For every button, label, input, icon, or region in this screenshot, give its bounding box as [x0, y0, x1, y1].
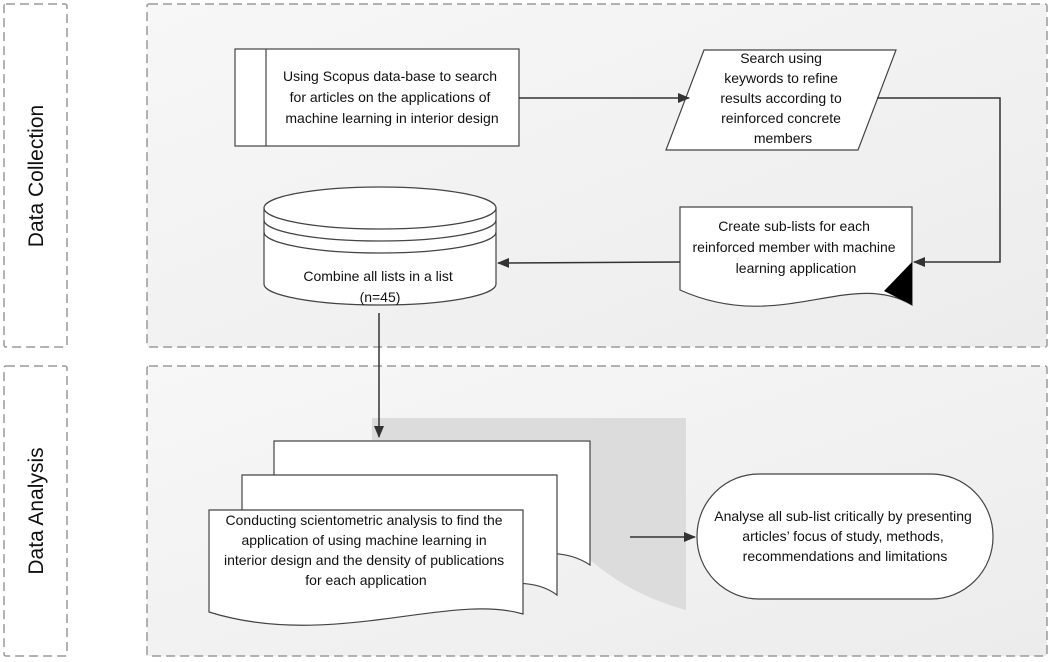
scientometric-node: Conducting scientometric analysis to fin… — [208, 418, 686, 626]
scientometric-line-1: Conducting scientometric analysis to fin… — [226, 512, 503, 528]
scientometric-line-2: application of using machine learning in — [241, 532, 486, 548]
scopus-search-line-2: for articles on the applications of — [290, 89, 491, 105]
analyse-line-1: Analyse all sub-list critically by prese… — [714, 508, 972, 524]
keyword-search-line-5: members — [754, 130, 812, 146]
svg-text:Using Scopus data-base to sear: Using Scopus data-base to search for art… — [283, 68, 501, 126]
analyse-line-2: articles’ focus of study, methods, — [742, 528, 944, 544]
scientometric-shadow — [372, 418, 686, 610]
sub-lists-node: Create sub-lists for each reinforced mem… — [679, 206, 913, 307]
arrow-keywords-to-sublists — [877, 97, 1001, 267]
scopus-search-line-1: Using Scopus data-base to search — [283, 68, 497, 84]
scopus-search-node: Using Scopus data-base to search for art… — [234, 48, 520, 147]
analyse-line-3: recommendations and limitations — [743, 548, 948, 564]
lane-collection-label-box — [3, 3, 68, 348]
sub-lists-corner-mark — [884, 262, 912, 305]
keyword-search-node: Search using keywords to refine results … — [665, 49, 897, 151]
svg-text:Combine all lists in a list: Combine all lists in a list (n=45) — [303, 268, 456, 305]
sub-lists-line-1: Create sub-lists for each — [718, 218, 870, 234]
lane-collection-label: Data Collection — [25, 105, 48, 247]
keyword-search-line-4: reinforced concrete — [721, 110, 841, 126]
lane-analysis-label-box — [3, 365, 68, 657]
keyword-search-line-2: keywords to refine — [724, 70, 838, 86]
scopus-search-line-3: machine learning in interior design — [285, 110, 498, 126]
scientometric-line-4: for each application — [305, 572, 426, 588]
keyword-search-line-1: Search using — [740, 50, 822, 66]
lane-analysis-label: Data Analysis — [25, 447, 48, 574]
svg-text:Conducting scientometric analy: Conducting scientometric analysis to fin… — [224, 512, 508, 588]
combine-lists-line-1: Combine all lists in a list — [303, 268, 452, 284]
keyword-search-line-3: results according to — [720, 90, 842, 106]
combine-lists-line-2: (n=45) — [360, 289, 401, 305]
analyse-node: Analyse all sub-list critically by prese… — [696, 473, 994, 600]
scientometric-line-3: interior design and the density of publi… — [224, 552, 504, 568]
svg-text:Analyse all sub-list criticall: Analyse all sub-list critically by prese… — [714, 508, 975, 564]
arrow-sublists-to-combine — [497, 257, 681, 268]
connectors — [374, 93, 1001, 542]
sub-lists-line-3: learning application — [736, 260, 857, 276]
sub-lists-line-2: reinforced member with machine — [693, 239, 896, 255]
combine-lists-node: Combine all lists in a list (n=45) — [263, 186, 497, 306]
svg-text:Search using keywords to: Search using keywords to refine results … — [720, 50, 845, 146]
svg-text:Create sub-lists for each: Create sub-lists for each reinforced mem… — [693, 218, 900, 276]
